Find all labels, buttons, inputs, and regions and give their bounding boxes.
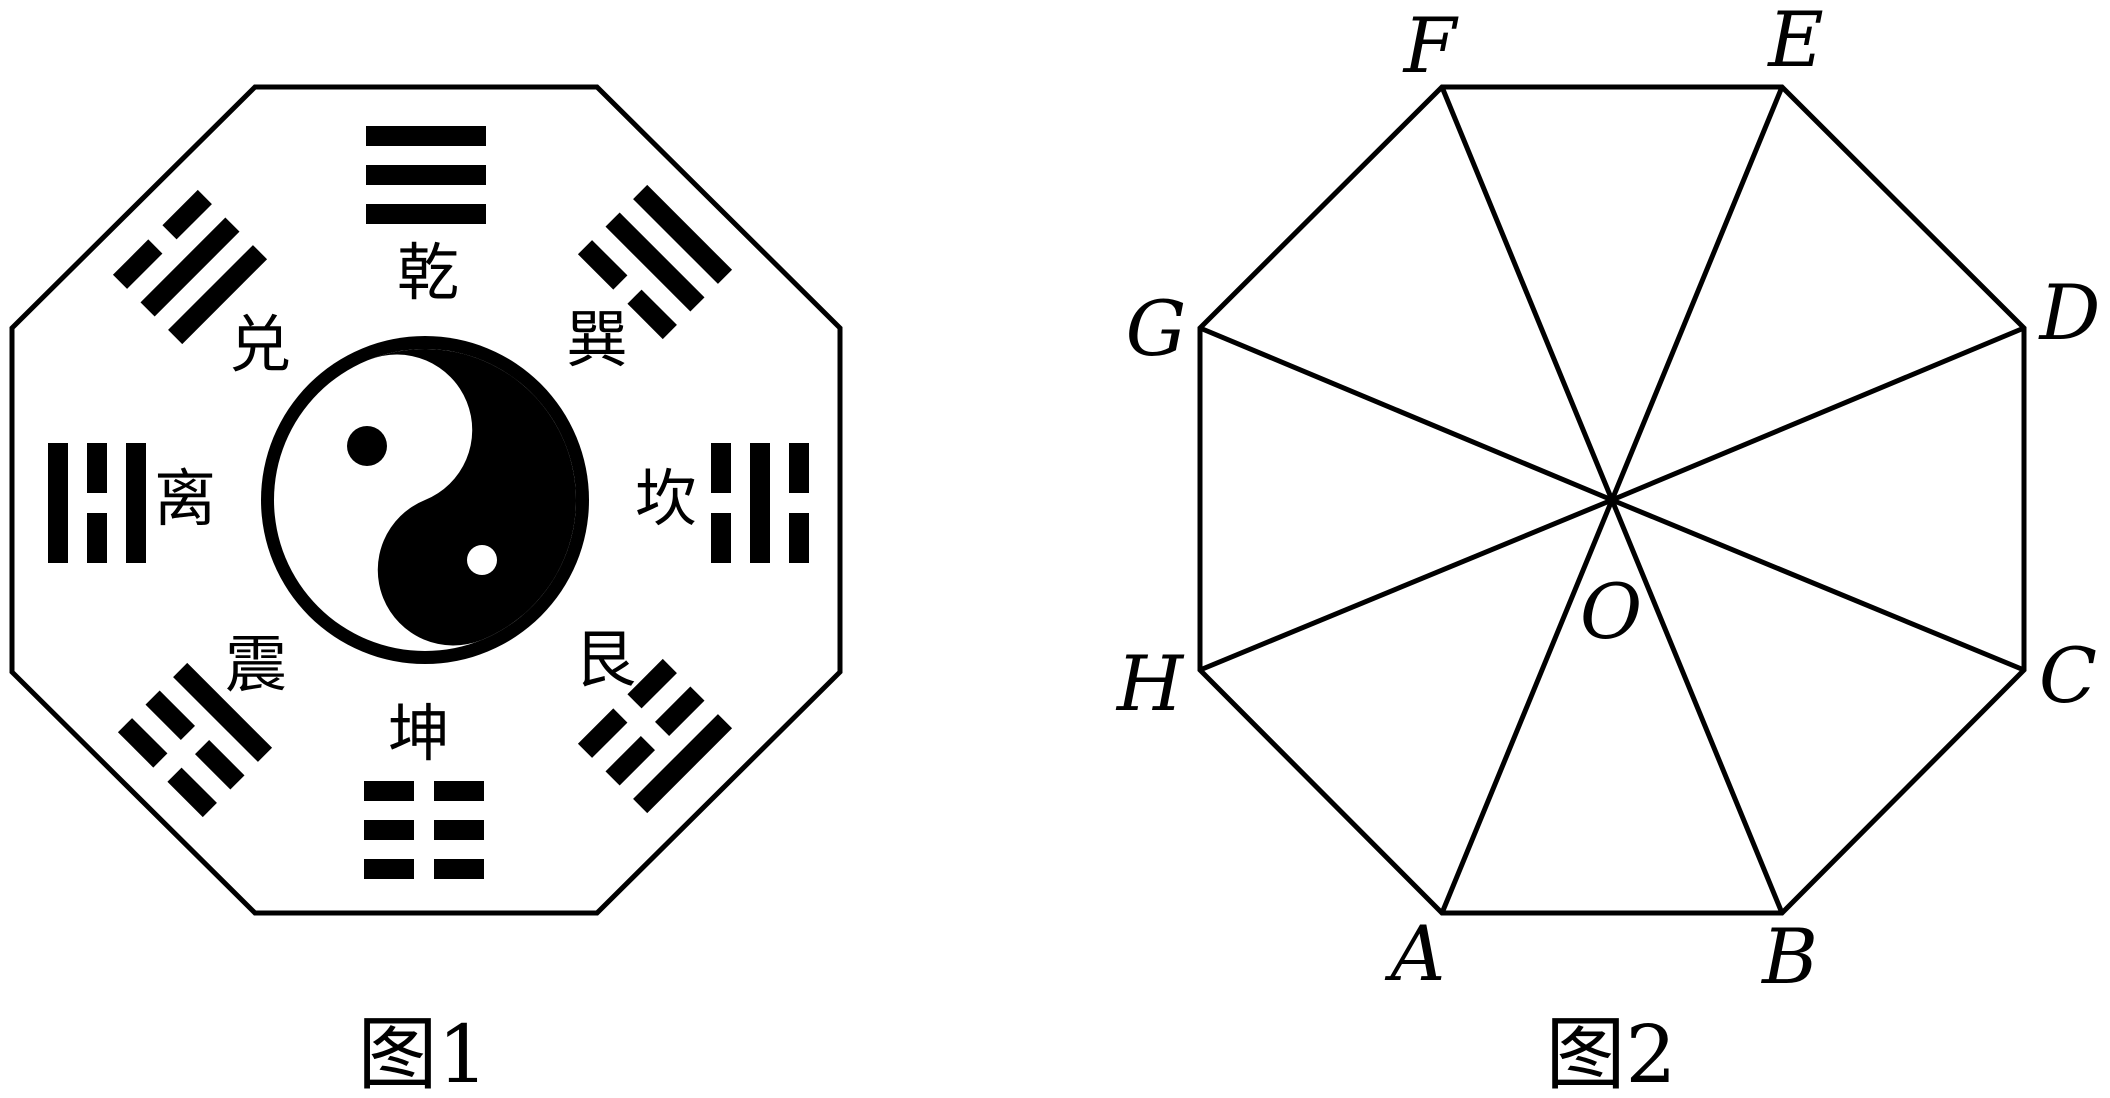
segment-OA xyxy=(1439,499,1615,914)
trigram-xun xyxy=(577,184,733,340)
figure-1-caption: 图1 xyxy=(358,1008,489,1098)
segment-OC xyxy=(1611,497,2025,673)
vertex-label-G: G xyxy=(1126,284,1187,373)
segment-OD xyxy=(1611,325,2025,503)
vertex-label-F: F xyxy=(1402,1,1459,90)
center-label-O: O xyxy=(1580,567,1642,656)
trigram-dui xyxy=(112,189,268,345)
vertex-label-H: H xyxy=(1115,639,1185,728)
segment-OB xyxy=(1609,499,1785,914)
radii xyxy=(1199,86,2025,914)
taiji-symbol xyxy=(261,336,589,664)
vertex-label-C: C xyxy=(2039,631,2097,720)
segment-OE xyxy=(1609,86,1785,501)
trigram-kan xyxy=(711,443,809,563)
figure-2: A B C D E F G H O 图2 xyxy=(1115,0,2101,1098)
figure-2-caption: 图2 xyxy=(1546,1008,1677,1098)
trigram-qian xyxy=(366,126,486,224)
trigram-name-zhen: 震 xyxy=(225,628,287,701)
trigram-zhen xyxy=(117,662,273,818)
trigram-name-kan: 坎 xyxy=(635,462,697,535)
segment-OG xyxy=(1199,325,1613,503)
figure-1: 乾 巽 坎 艮 坤 震 离 兑 图1 xyxy=(9,84,843,1098)
vertex-label-B: B xyxy=(1760,912,1818,1001)
trigram-name-dui: 兑 xyxy=(229,308,291,381)
trigram-name-li: 离 xyxy=(154,462,216,535)
taiji-white-eye xyxy=(467,545,497,575)
trigram-li xyxy=(48,443,146,563)
vertex-label-A: A xyxy=(1385,909,1446,998)
bagua-octagon-outline xyxy=(9,84,843,916)
segment-OH xyxy=(1199,497,1613,673)
trigram-name-xun: 巽 xyxy=(566,303,628,376)
taiji-yin-half xyxy=(368,349,576,646)
trigram-kun xyxy=(364,781,484,879)
vertex-label-E: E xyxy=(1766,0,1823,84)
trigram-name-qian: 乾 xyxy=(397,236,459,309)
trigram-gen xyxy=(577,658,733,814)
trigram-name-kun: 坤 xyxy=(388,697,450,770)
trigram-name-gen: 艮 xyxy=(574,623,636,696)
segment-OF xyxy=(1439,86,1615,501)
taiji-black-eye xyxy=(347,426,387,466)
vertex-label-D: D xyxy=(2038,268,2101,357)
